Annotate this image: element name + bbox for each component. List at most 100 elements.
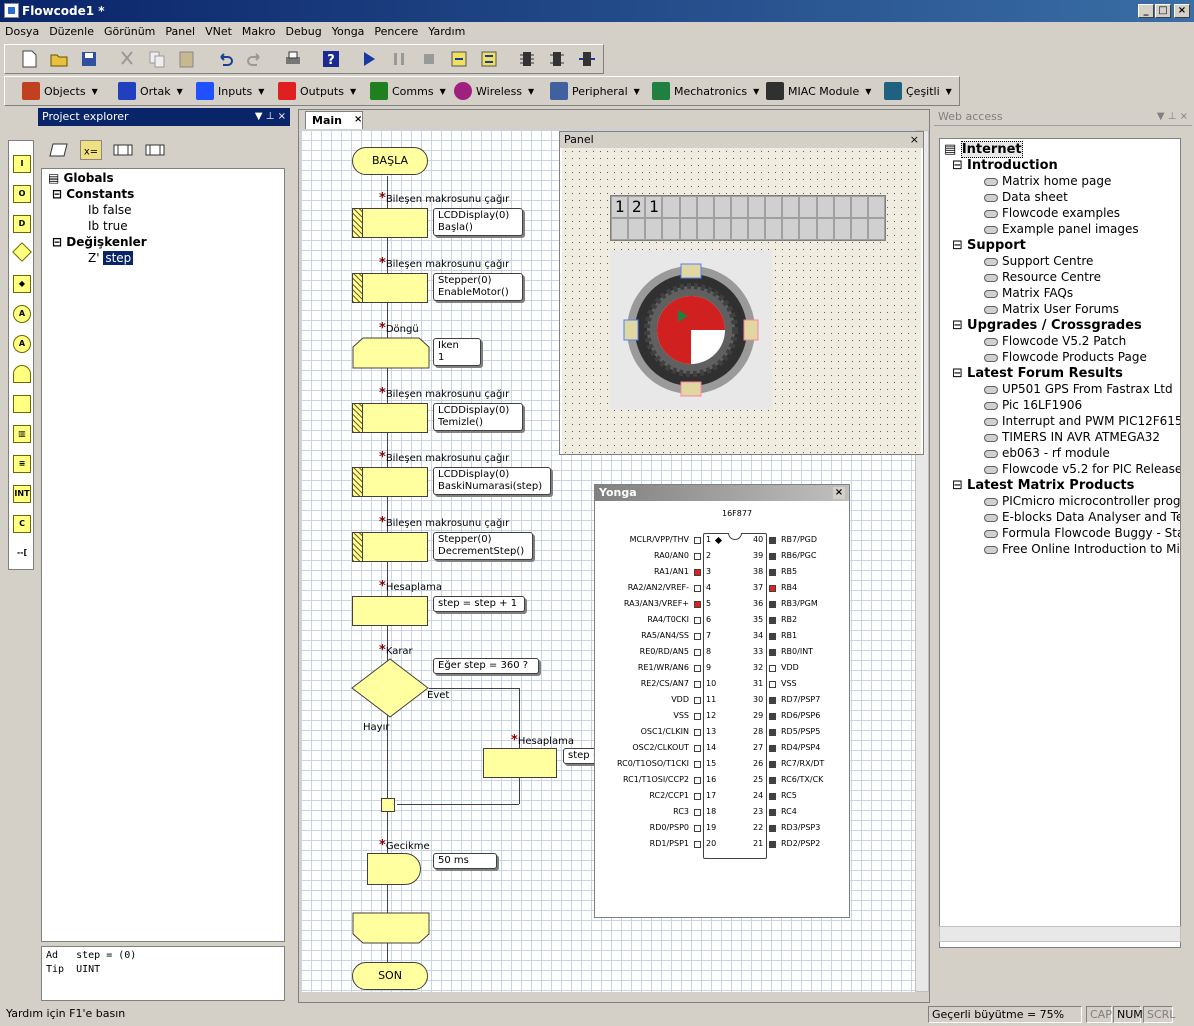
web-section[interactable]: ⊟ Support	[952, 238, 1026, 253]
chip-pin[interactable]	[769, 825, 776, 832]
tree-item-constant-false[interactable]: Ib false	[88, 203, 132, 217]
collapse-icon[interactable]: ⊟	[952, 478, 968, 493]
chip-pin[interactable]	[694, 809, 701, 816]
maximize-button[interactable]: □	[1155, 4, 1171, 18]
calculation-block-2[interactable]	[483, 748, 557, 778]
interrupt-icon[interactable]	[13, 365, 31, 383]
chip-pin[interactable]	[769, 665, 776, 672]
component-macro-block-2[interactable]	[352, 273, 428, 303]
component-group-inputs[interactable]: Inputs▼	[196, 76, 264, 106]
collapse-icon[interactable]: ⊟	[952, 366, 968, 381]
delay-block[interactable]	[367, 853, 421, 885]
save-icon[interactable]	[79, 49, 99, 69]
web-link[interactable]: Flowcode Products Page	[984, 350, 1147, 364]
chip-pin[interactable]	[694, 761, 701, 768]
minimize-button[interactable]: _	[1138, 4, 1154, 18]
web-link[interactable]: Flowcode V5.2 Patch	[984, 334, 1126, 348]
chip-pin[interactable]	[769, 745, 776, 752]
input-icon[interactable]: I	[13, 155, 31, 173]
chip-pin[interactable]	[769, 681, 776, 688]
chip-pin[interactable]	[769, 841, 776, 848]
web-link[interactable]: eb063 - rf module	[984, 446, 1110, 460]
chip-pin[interactable]	[769, 729, 776, 736]
chip-pin[interactable]	[694, 793, 701, 800]
pause-icon[interactable]	[389, 49, 409, 69]
chip-pin[interactable]	[694, 697, 701, 704]
component-macro-block-1[interactable]	[352, 208, 428, 238]
component-macro-block-3[interactable]	[352, 403, 428, 433]
globals-tab-icon[interactable]: x=	[80, 140, 102, 160]
compile-hex-icon[interactable]	[547, 49, 567, 69]
web-link[interactable]: Data sheet	[984, 190, 1068, 204]
macros-tab-icon[interactable]	[112, 140, 134, 160]
component-macro-icon[interactable]: ≡	[13, 455, 31, 473]
web-link[interactable]: Example panel images	[984, 222, 1139, 236]
switch-icon[interactable]: ◆	[13, 275, 31, 293]
open-folder-icon[interactable]	[49, 49, 69, 69]
ports-tab-icon[interactable]	[48, 140, 70, 160]
web-link[interactable]: Support Centre	[984, 254, 1093, 268]
decision-icon[interactable]	[12, 242, 32, 262]
web-link[interactable]: Resource Centre	[984, 270, 1101, 284]
collapse-icon[interactable]: ⊟	[52, 235, 63, 249]
cut-icon[interactable]	[117, 49, 137, 69]
web-link[interactable]: Flowcode examples	[984, 206, 1120, 220]
tree-item-variable-step[interactable]: Z' step	[88, 251, 134, 265]
chip-pin[interactable]	[694, 681, 701, 688]
panel-dock-buttons[interactable]: ▼ ⊥ ×	[1156, 111, 1188, 122]
menu-makro[interactable]: Makro	[241, 25, 276, 38]
web-link[interactable]: Interrupt and PWM PIC12F615	[984, 414, 1180, 428]
component-group-wireless[interactable]: Wireless▼	[454, 76, 534, 106]
collapse-icon[interactable]: ⊟	[952, 318, 968, 333]
chip-pin[interactable]	[694, 745, 701, 752]
tree-item-globals[interactable]: ▤ Globals	[48, 171, 114, 185]
run-icon[interactable]	[359, 49, 379, 69]
component-group-peripheral[interactable]: Peripheral▼	[550, 76, 640, 106]
web-link[interactable]: Matrix home page	[984, 174, 1111, 188]
menu-yardim[interactable]: Yardım	[428, 25, 466, 38]
web-link[interactable]: Formula Flowcode Buggy - Start	[984, 526, 1180, 540]
print-icon[interactable]	[283, 49, 303, 69]
chip-pin[interactable]	[694, 585, 701, 592]
chip-pin[interactable]	[694, 713, 701, 720]
chip-pin[interactable]	[769, 553, 776, 560]
chip-pin[interactable]	[694, 617, 701, 624]
close-tab-icon[interactable]: ×	[354, 114, 363, 125]
web-link[interactable]: Free Online Introduction to Micr	[984, 542, 1180, 556]
help-icon[interactable]: ?	[321, 49, 341, 69]
decision-end-point[interactable]	[381, 798, 395, 812]
chip-pin[interactable]	[694, 633, 701, 640]
components-tab-icon[interactable]	[144, 140, 166, 160]
chip-pin[interactable]	[769, 617, 776, 624]
delay-icon[interactable]: D	[13, 215, 31, 233]
horizontal-scrollbar[interactable]	[939, 926, 1181, 942]
component-macro-block-4[interactable]	[352, 467, 428, 497]
chip-pin[interactable]	[694, 553, 701, 560]
menu-dosya[interactable]: Dosya	[5, 25, 40, 38]
panel-dock-buttons[interactable]: ▼ ⊥ ×	[254, 111, 286, 122]
component-group-mechatronics[interactable]: Mechatronics▼	[652, 76, 759, 106]
loop-end-block[interactable]	[352, 912, 430, 944]
menu-pencere[interactable]: Pencere	[374, 25, 419, 38]
menu-debug[interactable]: Debug	[285, 25, 322, 38]
chip-pin[interactable]	[769, 537, 776, 544]
chip-pin[interactable]	[769, 585, 776, 592]
web-link[interactable]: PICmicro microcontroller program	[984, 494, 1180, 508]
chip-pin[interactable]	[769, 633, 776, 640]
c-code-icon[interactable]: C	[13, 515, 31, 533]
web-section[interactable]: ⊟ Introduction	[952, 158, 1058, 173]
component-group-cesitli[interactable]: Çeşitli▼	[884, 76, 952, 106]
collapse-icon[interactable]: ⊟	[952, 158, 968, 173]
tree-item-constants[interactable]: ⊟ Constants	[52, 187, 135, 201]
output-icon[interactable]: O	[13, 185, 31, 203]
interrupt-int-icon[interactable]: INT	[13, 485, 31, 503]
close-panel-icon[interactable]: ×	[909, 133, 919, 146]
chip-pin[interactable]	[694, 665, 701, 672]
component-macro-block-5[interactable]	[352, 532, 428, 562]
tree-item-constant-true[interactable]: Ib true	[88, 219, 128, 233]
chip-pin[interactable]	[694, 777, 701, 784]
compile-chip-icon[interactable]	[517, 49, 537, 69]
comment-icon[interactable]: --[	[16, 548, 28, 557]
